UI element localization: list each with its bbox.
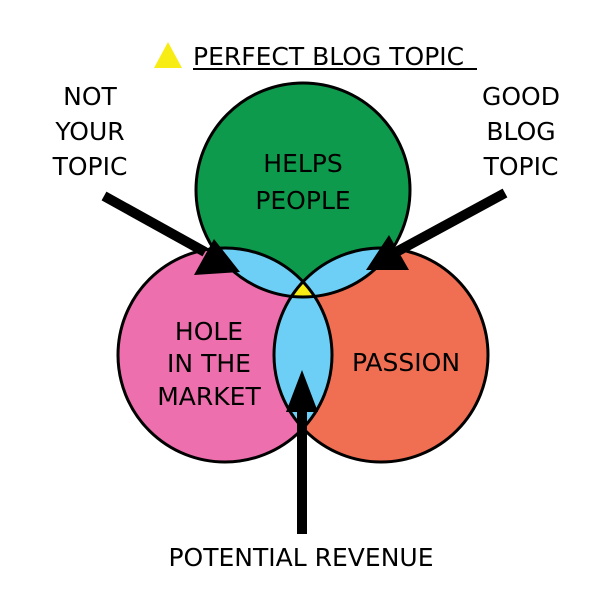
- arrow-good-blog-topic: [366, 188, 508, 270]
- circle-helps-people: [196, 83, 410, 297]
- potential-revenue-label: POTENTIAL REVENUE: [168, 543, 433, 572]
- triangle-icon: [154, 42, 182, 68]
- not-your-topic-line3: TOPIC: [52, 152, 128, 181]
- hole-in-market-line3: MARKET: [157, 382, 261, 411]
- arrow-potential-revenue: [286, 370, 318, 534]
- good-blog-topic-line1: GOOD: [482, 82, 560, 111]
- not-your-topic-line1: NOT: [63, 82, 117, 111]
- helps-people-line1: HELPS: [263, 149, 342, 178]
- circle-passion: [274, 248, 488, 462]
- hole-in-market-line2: IN THE: [167, 349, 251, 378]
- hole-in-market-line1: HOLE: [175, 317, 243, 346]
- not-your-topic-line2: YOUR: [54, 117, 124, 146]
- passion-label: PASSION: [352, 348, 460, 377]
- circle-hole-in-market: [118, 248, 332, 462]
- helps-people-line2: PEOPLE: [255, 186, 350, 215]
- page-title: PERFECT BLOG TOPIC: [193, 42, 464, 71]
- arrow-not-your-topic: [101, 191, 240, 275]
- good-blog-topic-line2: BLOG: [486, 117, 555, 146]
- good-blog-topic-line3: TOPIC: [483, 152, 559, 181]
